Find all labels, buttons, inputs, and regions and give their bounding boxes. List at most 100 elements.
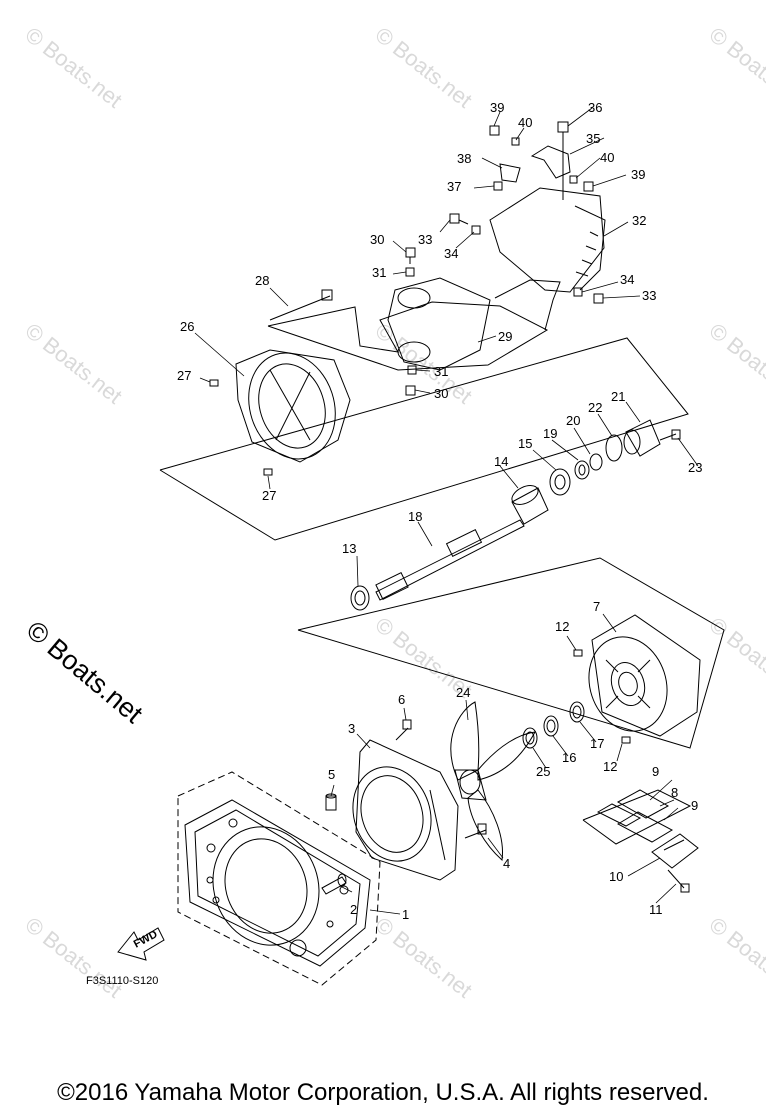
- part-12-pin-lower: [621, 736, 631, 744]
- figure-code: F3S1110-S120: [86, 975, 158, 987]
- part-label: 26: [180, 319, 194, 334]
- part-27-pin-lower: [263, 468, 273, 476]
- part-label: 4: [503, 856, 510, 871]
- part-33-bolt-lower: [593, 293, 604, 304]
- part-16-ring: [543, 715, 559, 737]
- outline-deflector: [494, 279, 561, 331]
- part-label: 9: [652, 764, 659, 779]
- part-18-shaft: [375, 519, 525, 601]
- fwd-label: FWD: [132, 928, 160, 950]
- part-1-duct-plate: [184, 799, 371, 967]
- part-19-seal: [574, 460, 590, 480]
- part-label: 15: [518, 436, 532, 451]
- part-14-sleeve: [511, 485, 549, 525]
- part-34-collar-upper: [471, 225, 481, 235]
- part-label: 8: [671, 785, 678, 800]
- part-13-bearing: [350, 585, 370, 611]
- part-label: 27: [262, 488, 276, 503]
- frame-part-1: [177, 771, 381, 986]
- part-label: 9: [691, 798, 698, 813]
- part-4-bolt: [464, 823, 487, 839]
- part-10-cover: [651, 833, 699, 869]
- part-label: 27: [177, 368, 191, 383]
- part-label: 40: [600, 150, 614, 165]
- part-25-ring: [522, 727, 538, 749]
- part-40-collar-lower: [569, 175, 578, 184]
- part-label: 30: [370, 232, 384, 247]
- part-label: 16: [562, 750, 576, 765]
- part-label: 22: [588, 400, 602, 415]
- part-30-bolt-lower: [405, 385, 416, 396]
- part-label: 23: [688, 460, 702, 475]
- part-35-bracket: [530, 145, 571, 179]
- part-label: 12: [603, 759, 617, 774]
- part-label: 40: [518, 115, 532, 130]
- part-28-bolt: [269, 289, 333, 321]
- fwd-arrow-icon: [117, 927, 165, 961]
- part-label: 5: [328, 767, 335, 782]
- outline-nozzle: [267, 301, 549, 371]
- part-label: 33: [418, 232, 432, 247]
- part-23-bolt: [659, 429, 681, 441]
- part-29-nozzle: [387, 277, 491, 371]
- part-36-bolt: [557, 121, 569, 200]
- part-39-bolt-lower: [583, 181, 594, 192]
- part-label: 12: [555, 619, 569, 634]
- part-30-bolt-upper: [405, 247, 416, 264]
- part-26-pump-body: [235, 349, 351, 463]
- part-label: 38: [457, 151, 471, 166]
- part-label: 2: [350, 902, 357, 917]
- part-22-o-ring: [605, 434, 623, 462]
- part-40-collar-upper: [511, 137, 520, 146]
- part-27-pin-upper: [209, 379, 219, 387]
- part-label: 39: [490, 100, 504, 115]
- part-label: 20: [566, 413, 580, 428]
- part-6-bolt: [395, 719, 412, 741]
- part-label: 34: [620, 272, 634, 287]
- part-38-arm: [499, 163, 521, 183]
- part-33-bolt-upper: [449, 213, 469, 225]
- part-label: 21: [611, 389, 625, 404]
- part-label: 31: [434, 364, 448, 379]
- part-5-sleeve: [325, 793, 337, 811]
- outline-cover: [582, 789, 692, 845]
- part-3-housing: [352, 739, 459, 881]
- part-9-gasket-upper: [596, 803, 642, 827]
- part-39-bolt-upper: [489, 125, 500, 136]
- part-label: 13: [342, 541, 356, 556]
- part-label: 18: [408, 509, 422, 524]
- part-label: 10: [609, 869, 623, 884]
- part-label: 7: [593, 599, 600, 614]
- outline-middle: [297, 557, 725, 749]
- exploded-parts-diagram: 1 2 3 4 5 6 7 8 9 9 10 11 12 12 13 14 15…: [86, 100, 725, 987]
- part-label: 1: [402, 907, 409, 922]
- part-8-plate: [616, 789, 670, 819]
- part-label: 28: [255, 273, 269, 288]
- part-24-impeller: [450, 701, 536, 861]
- part-label: 11: [649, 902, 663, 917]
- part-label: 32: [632, 213, 646, 228]
- part-label: 6: [398, 692, 405, 707]
- copyright-notice: ©2016 Yamaha Motor Corporation, U.S.A. A…: [57, 1079, 709, 1106]
- part-label: 37: [447, 179, 461, 194]
- part-7-pump-housing: [588, 614, 701, 737]
- part-31-spacer-upper: [405, 267, 415, 277]
- part-label: 29: [498, 329, 512, 344]
- part-label: 17: [590, 736, 604, 751]
- outline-upper: [159, 337, 689, 541]
- leader-lines: [194, 107, 699, 915]
- part-32-deflector: [489, 187, 606, 293]
- part-label: 39: [631, 167, 645, 182]
- part-label: 19: [543, 426, 557, 441]
- part-label: 35: [586, 131, 600, 146]
- part-label: 33: [642, 288, 656, 303]
- part-label: 36: [588, 100, 602, 115]
- part-37-bolt: [493, 181, 503, 191]
- part-label: 25: [536, 764, 550, 779]
- part-label: 31: [372, 265, 386, 280]
- part-label: 3: [348, 721, 355, 736]
- part-21-cap: [623, 419, 661, 457]
- part-15-bearing: [549, 468, 571, 496]
- part-label: 24: [456, 685, 470, 700]
- part-31-spacer-lower: [407, 365, 417, 375]
